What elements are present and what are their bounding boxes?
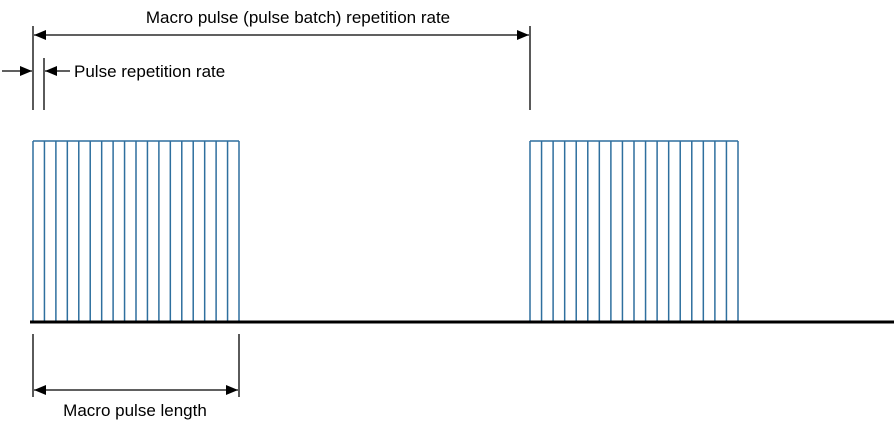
- pulse-batch-1: [32, 140, 240, 322]
- pulse-batch-2: [529, 140, 739, 322]
- macro-repetition-dimension: Macro pulse (pulse batch) repetition rat…: [32, 8, 531, 110]
- macro-length-dimension: Macro pulse length: [32, 334, 240, 420]
- macro-length-label: Macro pulse length: [63, 401, 207, 420]
- pulse-repetition-label: Pulse repetition rate: [74, 62, 225, 81]
- pulse-repetition-dimension: Pulse repetition rate: [2, 58, 225, 110]
- macro-repetition-label: Macro pulse (pulse batch) repetition rat…: [146, 8, 450, 27]
